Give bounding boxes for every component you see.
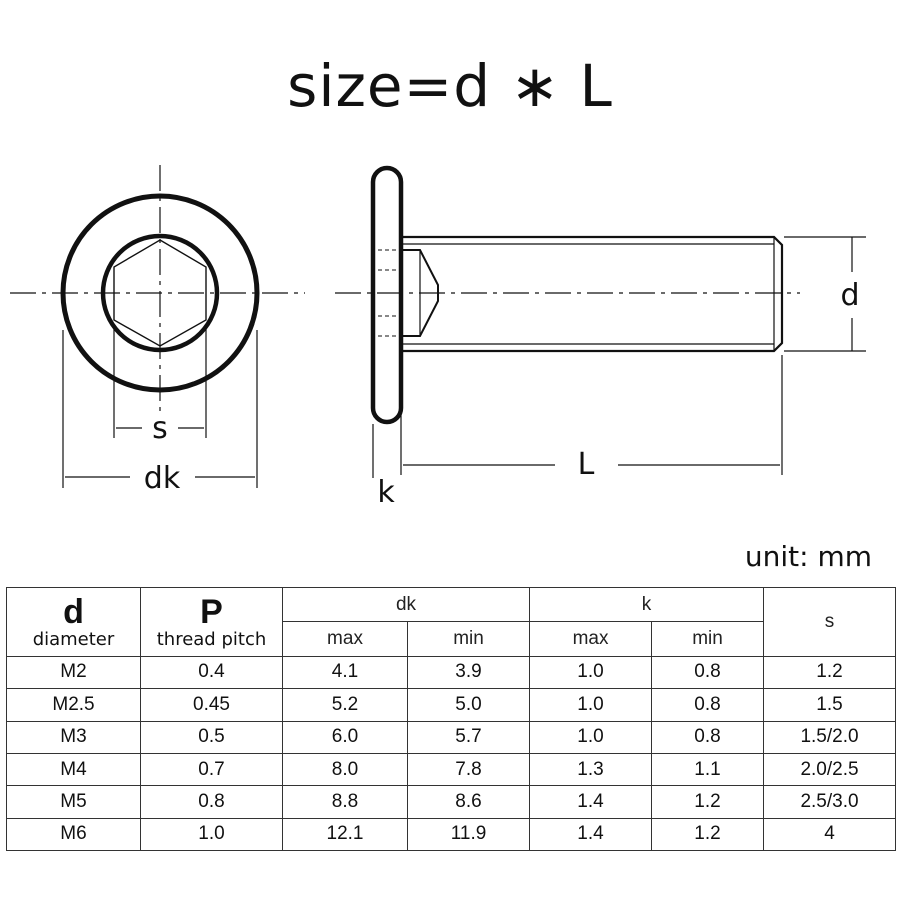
cell-p: 1.0 <box>140 817 283 852</box>
cell-p: 0.45 <box>140 688 283 722</box>
label-dk: dk <box>144 461 181 496</box>
cell-dk-min: 7.8 <box>406 752 531 787</box>
cell-s: 1.5 <box>763 688 897 722</box>
hex-socket <box>113 239 207 347</box>
cell-d: M5 <box>6 785 141 819</box>
cell-k-min: 0.8 <box>651 720 765 754</box>
cell-dk-min: 3.9 <box>406 655 531 690</box>
cell-dk-min: 11.9 <box>406 817 531 852</box>
cell-d: M4 <box>6 752 141 787</box>
cell-p: 0.7 <box>140 752 283 787</box>
label-d: d <box>840 278 859 313</box>
cell-k-min: 0.8 <box>651 655 765 690</box>
header-dk: dk <box>281 586 531 623</box>
cell-d: M2 <box>6 655 141 690</box>
header-k: k <box>529 586 765 623</box>
header-row-1: d diameter P thread pitch dk k s <box>6 586 897 657</box>
cell-dk-max: 5.2 <box>282 688 408 722</box>
label-L: L <box>578 447 595 482</box>
header-dk-max: max <box>282 621 408 657</box>
cell-k-min: 1.2 <box>651 785 765 819</box>
cell-k-max: 1.0 <box>529 688 653 722</box>
label-s: s <box>152 411 168 446</box>
cell-p: 0.4 <box>140 655 283 690</box>
socket-circle <box>100 233 220 353</box>
shank <box>401 235 784 353</box>
header-dk-min: min <box>406 621 531 657</box>
header-d: d diameter <box>6 587 141 657</box>
cell-k-max: 1.0 <box>529 655 653 690</box>
header-k-min: min <box>651 621 765 657</box>
cell-dk-min: 5.0 <box>406 688 531 722</box>
cell-s: 1.2 <box>763 655 897 690</box>
header-k-max: max <box>529 621 653 657</box>
socket-cone <box>401 249 439 337</box>
cell-dk-max: 6.0 <box>282 720 408 754</box>
head-outer-circle <box>60 193 260 393</box>
header-s: s <box>763 587 897 657</box>
spec-table: d diameter P thread pitch dk k s max min… <box>6 586 897 852</box>
header-row-2: max min max min <box>7 621 896 657</box>
cell-s: 2.5/3.0 <box>763 785 897 819</box>
unit-label: unit: mm <box>744 540 872 573</box>
cell-d: M2.5 <box>6 688 141 722</box>
cell-d: M6 <box>6 817 141 852</box>
cell-k-max: 1.0 <box>529 720 653 754</box>
cell-k-min: 1.2 <box>651 817 765 852</box>
cell-s: 4 <box>763 817 897 852</box>
cell-s: 1.5/2.0 <box>763 720 897 754</box>
head-side <box>370 165 404 425</box>
cell-s: 2.0/2.5 <box>763 752 897 787</box>
cell-dk-max: 8.8 <box>282 785 408 819</box>
page-title: size=d ∗ L <box>287 52 613 120</box>
label-k: k <box>377 475 395 510</box>
cell-dk-max: 4.1 <box>282 655 408 690</box>
cell-dk-min: 5.7 <box>406 720 531 754</box>
cell-p: 0.8 <box>140 785 283 819</box>
cell-dk-min: 8.6 <box>406 785 531 819</box>
screw-drawing: s dk k L d <box>10 165 866 510</box>
cell-p: 0.5 <box>140 720 283 754</box>
cell-dk-max: 12.1 <box>282 817 408 852</box>
header-p: P thread pitch <box>140 587 283 657</box>
cell-d: M3 <box>6 720 141 754</box>
cell-k-max: 1.4 <box>529 785 653 819</box>
cell-k-min: 0.8 <box>651 688 765 722</box>
cell-dk-max: 8.0 <box>282 752 408 787</box>
cell-k-max: 1.4 <box>529 817 653 852</box>
cell-k-min: 1.1 <box>651 752 765 787</box>
cell-k-max: 1.3 <box>529 752 653 787</box>
